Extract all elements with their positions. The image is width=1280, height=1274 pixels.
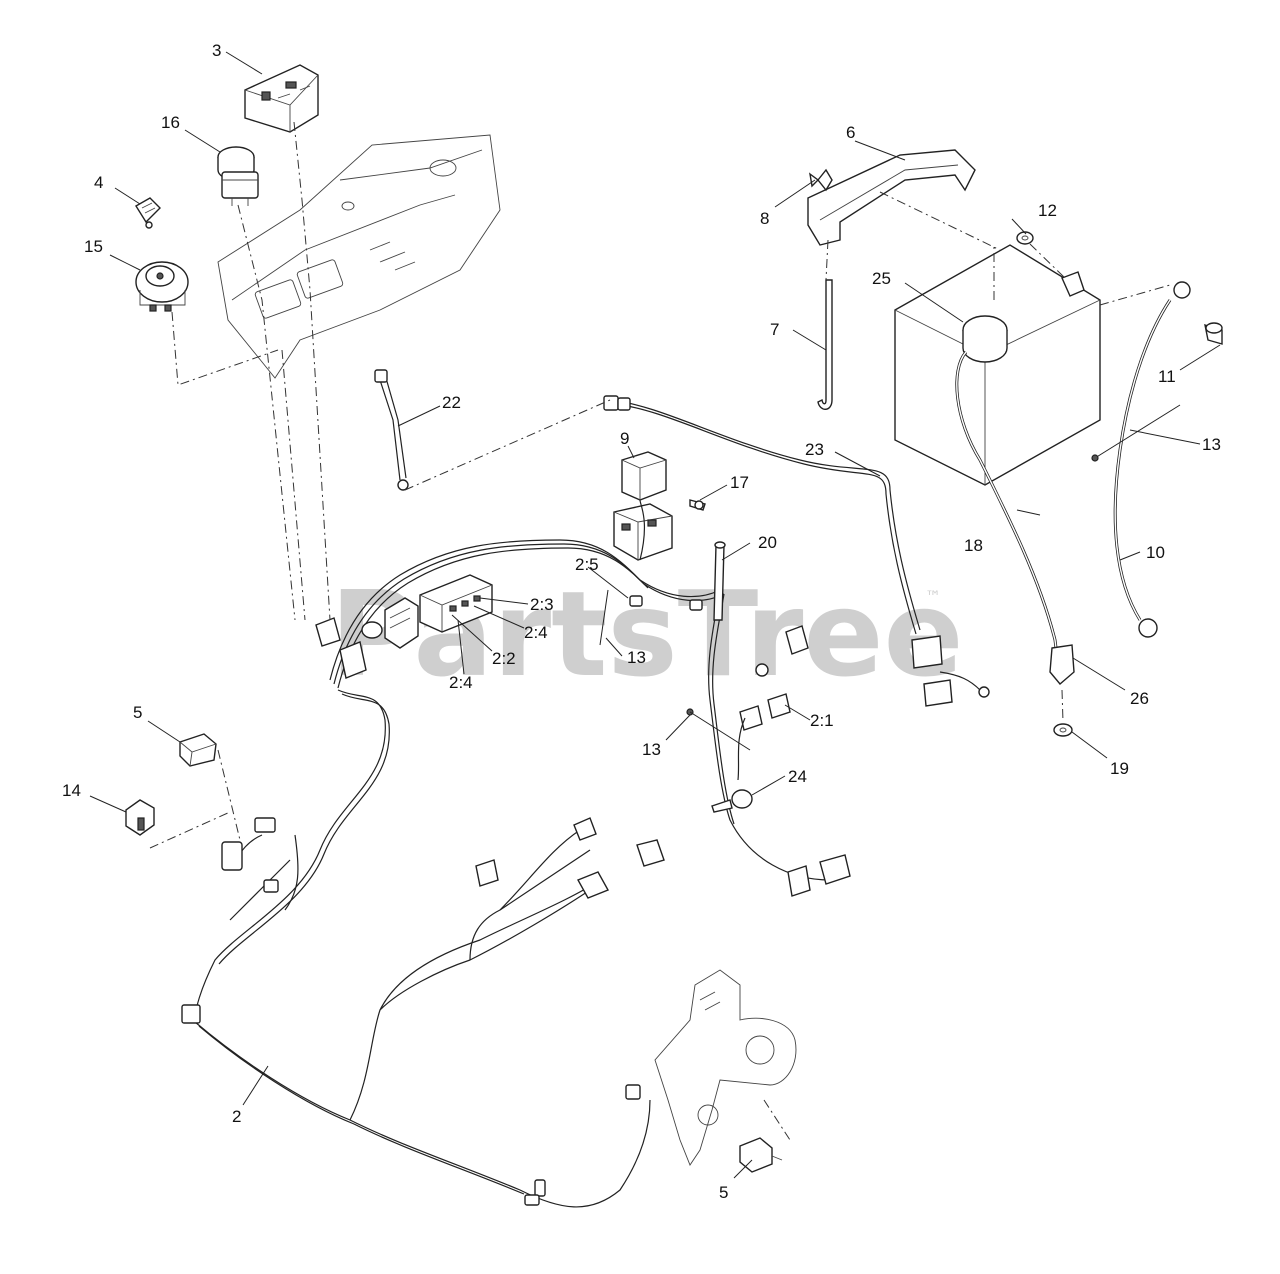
callout-labels: 3 16 4 15 22 6 8 12 25 7 11 13 9 23 17 1… [62, 41, 1221, 1202]
callout-2-4-lower: 2:4 [449, 673, 473, 692]
watermark-trademark: ™ [925, 587, 941, 606]
callout-19: 19 [1110, 759, 1129, 778]
callout-2-3: 2:3 [530, 595, 554, 614]
terminal-nut [1016, 231, 1034, 245]
relay-socket [613, 503, 673, 561]
callout-18: 18 [964, 536, 983, 555]
leader-lines [89, 51, 1221, 1179]
callout-22: 22 [442, 393, 461, 412]
harness-grommet [711, 789, 753, 813]
main-harness-lower [181, 689, 665, 1208]
dash-panel [217, 134, 501, 379]
callout-24: 24 [788, 767, 807, 786]
callout-4: 4 [94, 173, 103, 192]
ignition-key [135, 197, 161, 229]
battery-hold-down [807, 149, 976, 246]
callout-12: 12 [1038, 201, 1057, 220]
relay [621, 451, 667, 501]
harness-connector-lower-right [787, 854, 851, 897]
harness-connector-branch [686, 625, 809, 781]
wing-nut [809, 168, 833, 192]
j-bolt [817, 279, 833, 410]
positive-battery-cable [955, 351, 1075, 685]
callout-11: 11 [1158, 367, 1176, 386]
battery-harness-branch [603, 395, 990, 707]
callout-2-4-upper: 2:4 [524, 623, 548, 642]
callout-17: 17 [730, 473, 749, 492]
seat-switch [179, 733, 217, 767]
callout-2-2: 2:2 [492, 649, 516, 668]
interlock-module [315, 617, 367, 679]
negative-battery-cable [1113, 281, 1191, 638]
callout-10: 10 [1146, 543, 1165, 562]
callout-5-brake: 5 [719, 1183, 728, 1202]
cable-bolt [1204, 322, 1223, 345]
callout-20: 20 [758, 533, 777, 552]
callout-9: 9 [620, 429, 629, 448]
battery-terminal-clamp [1061, 271, 1085, 297]
callout-5-seat: 5 [133, 703, 142, 722]
battery-terminal-boot [962, 315, 1008, 363]
jumper-wire [374, 369, 409, 491]
fuse-holder [713, 541, 726, 621]
callout-15: 15 [84, 237, 103, 256]
brake-bracket [654, 969, 797, 1166]
brake-switch [739, 1137, 783, 1173]
ignition-switch [135, 261, 189, 312]
cable-tie-battery [1091, 404, 1181, 462]
cable-washer [1053, 723, 1073, 737]
callout-2-5: 2:5 [575, 555, 599, 574]
plunger-switch [125, 799, 155, 836]
callout-7: 7 [770, 320, 779, 339]
callout-14: 14 [62, 781, 81, 800]
watermark-text: PartsTree [330, 565, 964, 703]
callout-8: 8 [760, 209, 769, 228]
callout-2: 2 [232, 1107, 241, 1126]
harness-connector-left [361, 597, 419, 649]
callout-13-harness-upper: 13 [627, 648, 646, 667]
harness-ties-upper [599, 589, 703, 646]
assembly-lines [149, 121, 1171, 1141]
callout-23: 23 [805, 440, 824, 459]
callout-13-battery: 13 [1202, 435, 1221, 454]
callout-13-harness-lower: 13 [642, 740, 661, 759]
pto-switch [217, 146, 259, 206]
callout-25: 25 [872, 269, 891, 288]
hour-meter [244, 64, 319, 133]
callout-6: 6 [846, 123, 855, 142]
callout-16: 16 [161, 113, 180, 132]
callout-26: 26 [1130, 689, 1149, 708]
callout-3: 3 [212, 41, 221, 60]
relay-screw [689, 499, 706, 511]
fuse-block [419, 574, 493, 633]
main-harness-upper [329, 499, 831, 881]
callout-2-1: 2:1 [810, 711, 834, 730]
